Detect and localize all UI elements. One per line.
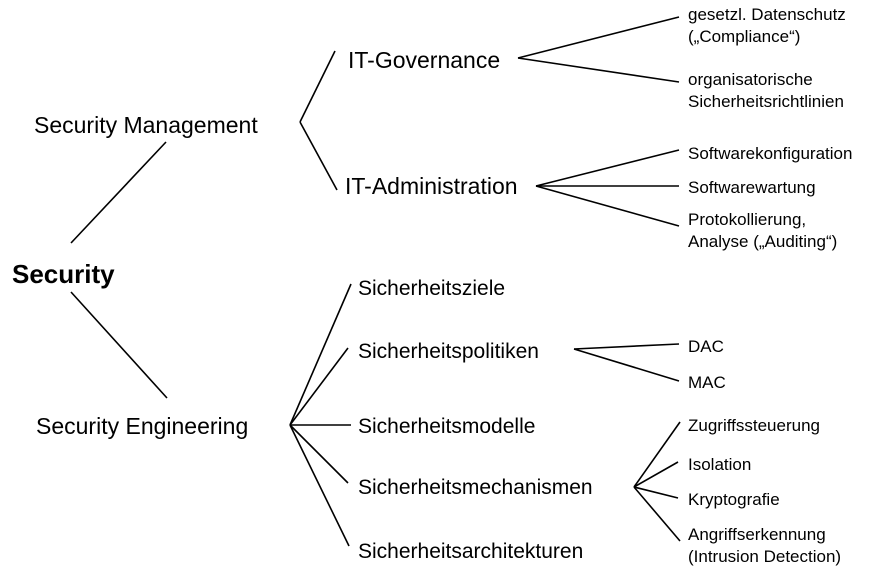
connector-governance-to-richtlinien [517, 57, 680, 83]
connector-root-to-engineering [70, 291, 168, 399]
node-label-sicherheitsmechanismen: Sicherheitsmechanismen [358, 476, 593, 499]
node-label-softwarekonfiguration: Softwarekonfiguration [688, 144, 852, 163]
connector-mechanismen-to-angriffserkennung [633, 486, 681, 542]
node-label-protokollierung-analyse: Protokollierung, Analyse („Auditing“) [688, 210, 837, 251]
connector-mechanismen-to-isolation [633, 461, 679, 488]
label-line: Sicherheitsrichtlinien [688, 92, 844, 111]
node-label-it-governance: IT-Governance [348, 47, 500, 73]
label-line: Angriffserkennung [688, 525, 826, 544]
node-label-sicherheitsarchitekturen: Sicherheitsarchitekturen [358, 540, 583, 563]
connector-management-hub-down [299, 121, 338, 191]
connector-engineering-to-mechanismen [289, 424, 349, 484]
node-label-softwarewartung: Softwarewartung [688, 178, 816, 197]
label-line: („Compliance“) [688, 27, 800, 46]
node-label-kryptografie: Kryptografie [688, 490, 780, 509]
connector-root-to-management [70, 141, 167, 244]
node-label-angriffserkennung: Angriffserkennung (Intrusion Detection) [688, 525, 841, 566]
connector-politiken-to-mac [573, 348, 680, 382]
node-label-sicherheitsmodelle: Sicherheitsmodelle [358, 415, 535, 438]
node-label-root: Security [12, 259, 115, 289]
node-label-mac: MAC [688, 373, 726, 392]
connector-engineering-to-architekturen [289, 424, 350, 547]
connector-administration-to-protokollierung [535, 185, 680, 227]
node-label-security-engineering: Security Engineering [36, 413, 248, 439]
node-label-isolation: Isolation [688, 455, 751, 474]
label-line: Analyse („Auditing“) [688, 232, 837, 251]
label-line: gesetzl. Datenschutz [688, 5, 846, 24]
node-label-dac: DAC [688, 337, 724, 356]
label-line: (Intrusion Detection) [688, 547, 841, 566]
node-label-sicherheitspolitiken: Sicherheitspolitiken [358, 340, 539, 363]
node-label-gesetzl-datenschutz: gesetzl. Datenschutz („Compliance“) [688, 5, 846, 46]
connector-management-hub-up [299, 50, 336, 123]
connector-politiken-to-dac [573, 343, 680, 350]
node-label-sicherheitsziele: Sicherheitsziele [358, 277, 505, 300]
connector-engineering-to-politiken [289, 347, 349, 426]
node-labels: Security Security Management IT-Governance… [12, 5, 852, 566]
node-label-security-management: Security Management [34, 112, 258, 138]
connector-mechanismen-to-kryptografie [633, 486, 679, 499]
connector-administration-to-konfiguration [535, 149, 680, 187]
connector-mechanismen-to-zugriffssteuerung [633, 421, 681, 488]
connector-engineering-to-ziele [289, 283, 352, 426]
node-label-it-administration: IT-Administration [345, 173, 518, 199]
node-label-zugriffssteuerung: Zugriffssteuerung [688, 416, 820, 435]
label-line: Protokollierung, [688, 210, 806, 229]
connector-lines [70, 16, 681, 547]
label-line: organisatorische [688, 70, 813, 89]
connector-governance-to-compliance [517, 16, 680, 59]
